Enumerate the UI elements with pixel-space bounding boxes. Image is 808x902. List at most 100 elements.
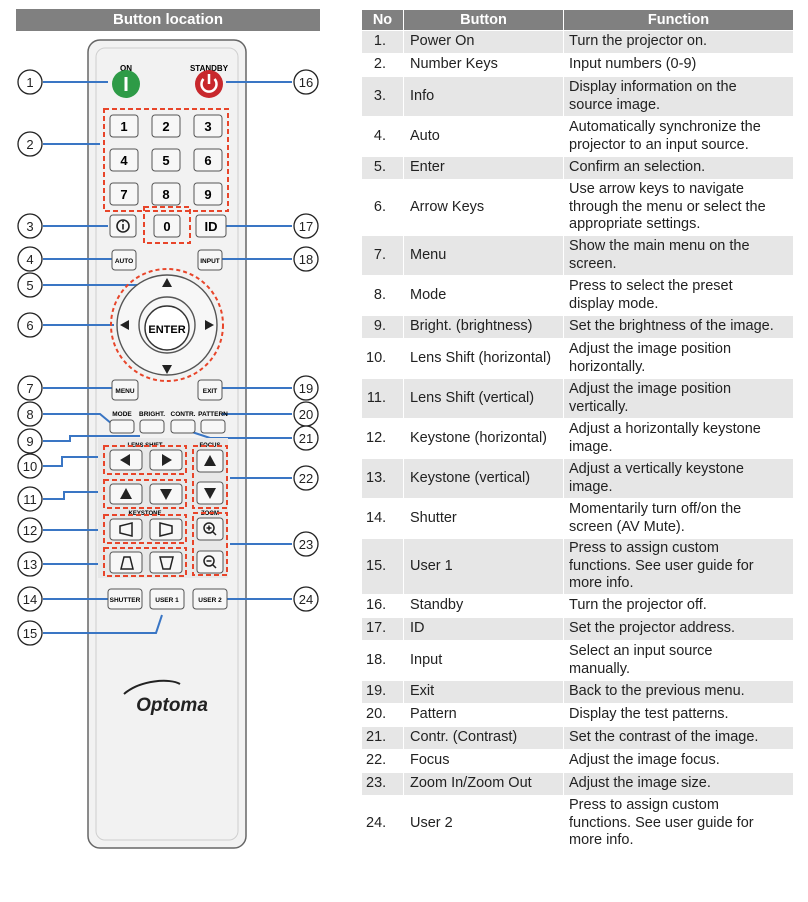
zoom-out-button[interactable] bbox=[196, 550, 224, 574]
row-number: 16. bbox=[361, 594, 404, 618]
table-row: 12.Keystone (horizontal)Adjust a horizon… bbox=[361, 418, 794, 459]
function-line: more info. bbox=[569, 832, 634, 849]
exit-button[interactable] bbox=[197, 379, 223, 401]
enter-button[interactable] bbox=[144, 305, 190, 351]
number-key[interactable] bbox=[151, 114, 181, 138]
number-key[interactable] bbox=[193, 148, 223, 172]
zoom-in-button[interactable] bbox=[196, 517, 224, 541]
row-function: Set the projector address. bbox=[563, 617, 794, 641]
callout-circle bbox=[17, 586, 43, 612]
number-key[interactable] bbox=[109, 114, 139, 138]
pattern-button[interactable] bbox=[200, 419, 226, 434]
function-line: image. bbox=[569, 478, 613, 495]
callout-number: 6 bbox=[26, 318, 33, 333]
mode-label: MODE bbox=[112, 411, 132, 418]
number-key[interactable] bbox=[109, 148, 139, 172]
function-line: Display information on the bbox=[569, 78, 737, 95]
row-number: 22. bbox=[361, 749, 404, 773]
row-function: Adjust the image focus. bbox=[563, 749, 794, 773]
header-function: Function bbox=[563, 9, 794, 31]
function-line: Momentarily turn off/on the bbox=[569, 500, 742, 517]
row-button-name: Lens Shift (vertical) bbox=[403, 378, 564, 419]
row-button-name: Shutter bbox=[403, 498, 564, 539]
callout-circle bbox=[17, 272, 43, 298]
focus-down-icon bbox=[204, 488, 216, 499]
row-number: 7. bbox=[361, 235, 404, 276]
callout-circle bbox=[17, 246, 43, 272]
number-key[interactable] bbox=[151, 182, 181, 206]
user2-button[interactable] bbox=[192, 588, 228, 610]
callout-number: 11 bbox=[23, 492, 37, 507]
callout-number: 5 bbox=[26, 278, 33, 293]
callout-circle bbox=[17, 428, 43, 454]
function-line: Adjust the image size. bbox=[569, 775, 711, 792]
table-row: 13.Keystone (vertical)Adjust a verticall… bbox=[361, 458, 794, 499]
focus-up-icon bbox=[204, 455, 216, 466]
bright-button[interactable] bbox=[139, 419, 165, 434]
zero-key-label: 0 bbox=[163, 219, 170, 234]
auto-button[interactable] bbox=[111, 249, 137, 271]
function-line: Adjust the image position bbox=[569, 380, 732, 397]
user1-button[interactable] bbox=[149, 588, 185, 610]
row-number: 24. bbox=[361, 795, 404, 852]
function-line: Show the main menu on the bbox=[569, 237, 750, 254]
callout-circle bbox=[293, 375, 319, 401]
auto-button-label: AUTO bbox=[115, 258, 133, 265]
menu-button[interactable] bbox=[111, 379, 139, 401]
enter-button-label: ENTER bbox=[148, 324, 185, 336]
arrow-left-icon bbox=[120, 320, 129, 330]
number-key[interactable] bbox=[193, 114, 223, 138]
number-key[interactable] bbox=[193, 182, 223, 206]
row-number: 11. bbox=[361, 378, 404, 419]
row-number: 13. bbox=[361, 458, 404, 499]
number-key[interactable] bbox=[151, 148, 181, 172]
keystone-h-left-button[interactable] bbox=[109, 518, 143, 541]
zoom-out-icon bbox=[203, 555, 217, 569]
header-no: No bbox=[361, 9, 404, 31]
row-function: Confirm an selection. bbox=[563, 156, 794, 180]
function-line: source image. bbox=[569, 96, 661, 113]
callout-number: 23 bbox=[299, 537, 313, 552]
callout-circle bbox=[293, 246, 319, 272]
keystone-v-bottom-button[interactable] bbox=[149, 551, 183, 574]
row-button-name: Contr. (Contrast) bbox=[403, 726, 564, 750]
mode-button[interactable] bbox=[109, 419, 135, 434]
function-line: Display the test patterns. bbox=[569, 706, 729, 723]
function-line: Turn the projector on. bbox=[569, 33, 708, 50]
keystone-h-right-button[interactable] bbox=[149, 518, 183, 541]
input-button[interactable] bbox=[197, 249, 223, 271]
function-line: display mode. bbox=[569, 295, 659, 312]
arrow-keys-highlight bbox=[110, 268, 224, 382]
info-icon bbox=[116, 219, 130, 233]
number-key-label: 3 bbox=[204, 119, 211, 134]
contr-button[interactable] bbox=[170, 419, 196, 434]
callout-circle bbox=[17, 620, 43, 646]
callout-circle bbox=[293, 425, 319, 451]
row-button-name: Focus bbox=[403, 749, 564, 773]
id-button[interactable] bbox=[195, 214, 227, 238]
shutter-button[interactable] bbox=[107, 588, 143, 610]
number-key[interactable] bbox=[109, 182, 139, 206]
function-line: horizontally. bbox=[569, 358, 646, 375]
input-button-label: INPUT bbox=[200, 258, 220, 265]
keystone-v-top-button[interactable] bbox=[109, 551, 143, 574]
row-number: 5. bbox=[361, 156, 404, 180]
callout-number: 22 bbox=[299, 471, 313, 486]
row-button-name: Mode bbox=[403, 275, 564, 316]
row-number: 9. bbox=[361, 315, 404, 339]
down-triangle-icon bbox=[160, 489, 172, 500]
zero-key[interactable] bbox=[153, 214, 181, 238]
standby-icon bbox=[200, 74, 218, 93]
row-number: 23. bbox=[361, 772, 404, 796]
function-line: projector to an input source. bbox=[569, 136, 749, 153]
